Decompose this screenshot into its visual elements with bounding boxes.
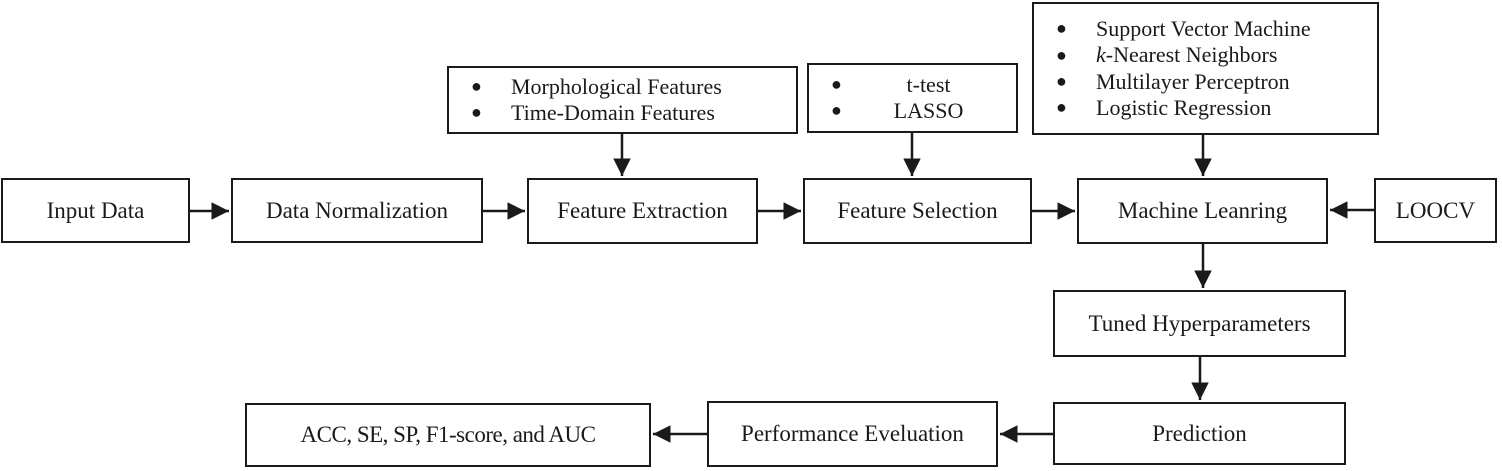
bullet-icon: ●: [1056, 44, 1067, 65]
node-performance-evaluation: Performance Eveluation: [707, 401, 998, 467]
node-label: Feature Extraction: [557, 198, 728, 224]
list-item: ● t-test: [809, 72, 1016, 98]
node-input-data: Input Data: [1, 178, 190, 243]
selection-method-label: LASSO: [893, 98, 964, 123]
node-label: Feature Selection: [837, 198, 998, 224]
list-item: ● Time-Domain Features: [449, 100, 796, 126]
node-label: ACC, SE, SP, F1-score, and AUC: [300, 422, 596, 448]
feature-type-label: Time-Domain Features: [511, 100, 715, 125]
node-label: Data Normalization: [265, 197, 448, 223]
bullet-icon: ●: [471, 102, 482, 123]
ml-models-box: ● Support Vector Machine ● k-Nearest Nei…: [1032, 2, 1379, 135]
node-metrics: ACC, SE, SP, F1-score, and AUC: [245, 403, 651, 467]
node-label: Prediction: [1152, 420, 1247, 446]
bullet-icon: ●: [1056, 97, 1067, 118]
list-item: ● Multilayer Perceptron: [1034, 69, 1377, 95]
feature-types-box: ● Morphological Features ● Time-Domain F…: [447, 66, 798, 134]
node-machine-learning: Machine Leanring: [1077, 178, 1328, 244]
list-item: ● Logistic Regression: [1034, 95, 1377, 121]
node-tuned-hyperparameters: Tuned Hyperparameters: [1053, 290, 1346, 357]
list-item: ● Support Vector Machine: [1034, 16, 1377, 42]
node-label: Input Data: [46, 197, 145, 223]
bullet-icon: ●: [831, 100, 842, 121]
node-data-normalization: Data Normalization: [231, 178, 483, 243]
node-label: Tuned Hyperparameters: [1088, 310, 1311, 336]
bullet-icon: ●: [471, 76, 482, 96]
ml-model-label: Support Vector Machine: [1096, 15, 1311, 41]
bullet-icon: ●: [1056, 18, 1067, 39]
node-label: Machine Leanring: [1117, 198, 1288, 224]
bullet-icon: ●: [1056, 70, 1067, 91]
ml-model-label: k-Nearest Neighbors: [1096, 42, 1278, 68]
bullet-icon: ●: [831, 74, 842, 94]
node-feature-extraction: Feature Extraction: [527, 178, 758, 244]
node-label: LOOCV: [1395, 197, 1476, 223]
ml-model-label: Logistic Regression: [1096, 94, 1272, 120]
node-prediction: Prediction: [1053, 402, 1346, 465]
ml-model-label: Multilayer Perceptron: [1096, 68, 1290, 94]
selection-methods-box: ● t-test ● LASSO: [807, 63, 1018, 133]
node-label: Performance Eveluation: [741, 421, 964, 447]
list-item: ● Morphological Features: [449, 74, 796, 100]
node-loocv: LOOCV: [1374, 178, 1497, 243]
list-item: ● LASSO: [809, 98, 1016, 124]
feature-type-label: Morphological Features: [511, 73, 722, 99]
node-feature-selection: Feature Selection: [803, 178, 1032, 244]
selection-method-label: t-test: [906, 71, 951, 97]
list-item: ● k-Nearest Neighbors: [1034, 42, 1377, 68]
